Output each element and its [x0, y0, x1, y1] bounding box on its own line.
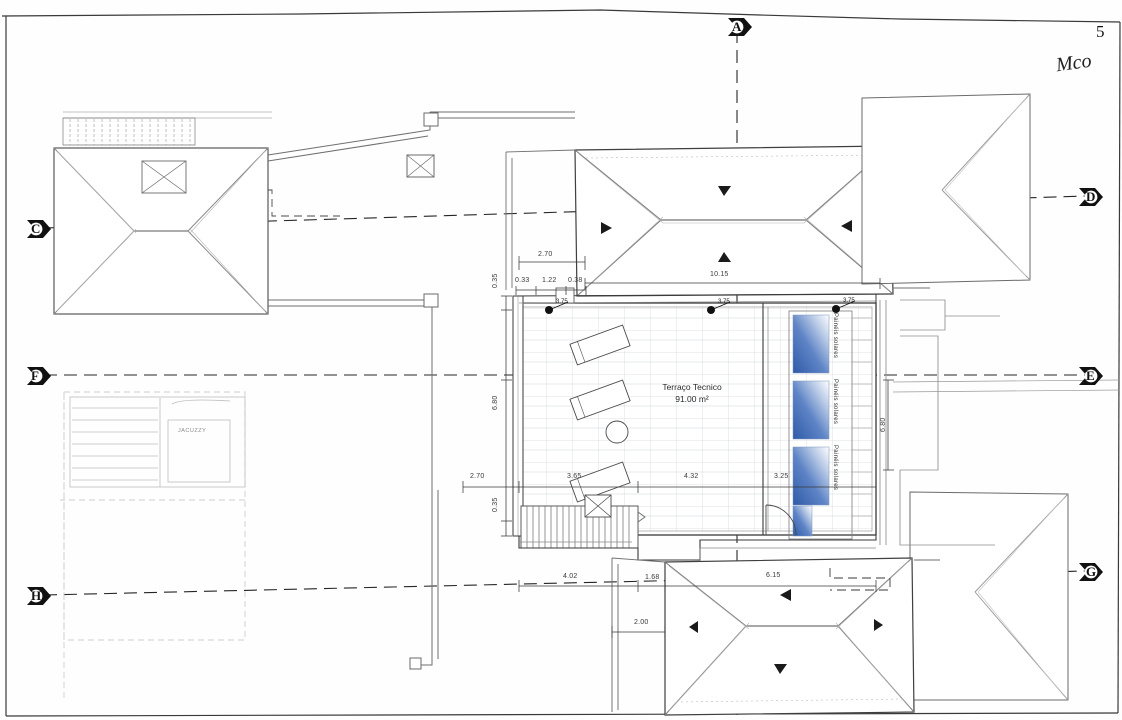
dimension-6-15: 6.15 [766, 572, 781, 579]
dimension-1-68: 1.68 [645, 574, 660, 581]
east-wing-detail [879, 299, 1121, 546]
elevation-markers [545, 300, 856, 314]
roof-block-south-hips [664, 557, 915, 716]
terrace-west-parapet [512, 295, 524, 537]
dimension-0-38: 0.38 [568, 277, 583, 284]
dimension-0-35-bottom: 0.35 [492, 497, 499, 512]
axis-label-D: D [1086, 189, 1096, 204]
axis-label-F: F [31, 368, 39, 383]
solar-panel-label-2: Painéis solares [832, 379, 838, 425]
axis-label-H: H [31, 588, 42, 603]
dimension-0-33: 0.33 [515, 277, 530, 284]
page-number: 5 [1096, 22, 1105, 41]
roof-block-north-hips [574, 145, 894, 297]
dimension-2-00: 2.00 [634, 619, 649, 626]
drain-arrow-south [689, 589, 883, 674]
roof-block-north [574, 145, 894, 297]
connector-walls-west [267, 111, 575, 670]
roof-block-east-lower [909, 491, 1069, 701]
dimension-4-32: 4.32 [684, 473, 699, 480]
terrace-staircase [520, 494, 646, 549]
terrace-equipment-units [569, 324, 631, 503]
roof-west-eave-hatch [62, 111, 272, 146]
dimension-6-80-left: 6.80 [492, 395, 499, 410]
axis-label-E: E [1086, 368, 1095, 383]
room-label-terrace: Terraço Tecnico [662, 382, 722, 392]
jacuzzi-room [69, 396, 246, 488]
sheet-border [1, 9, 1121, 717]
dimension-0-35-top: 0.35 [492, 273, 499, 288]
elevation-label-1: 3.75 [556, 299, 568, 305]
roof-block-west-hips [53, 147, 269, 315]
dimension-10-15: 10.15 [710, 271, 729, 278]
dimension-2-70-top: 2.70 [538, 251, 553, 258]
axis-marker-inner [29, 20, 1098, 603]
axis-label-G: G [1086, 564, 1097, 579]
dimension-3-25: 3.25 [774, 473, 789, 480]
interior-dashed-outline-west [267, 189, 340, 226]
solar-panel-label-3: Painéis solares [832, 445, 838, 491]
lower-floor-outline [60, 391, 246, 700]
jacuzzi-label: JACUZZY [178, 428, 207, 434]
drain-arrow-north [601, 186, 852, 262]
terrace-tile-grid-fine [523, 317, 872, 517]
dimension-lines [462, 256, 894, 638]
solar-panel-label-1: Painéis solares [832, 313, 838, 359]
solar-panel-array [788, 310, 853, 540]
dimension-6-80-right: 6.80 [880, 417, 887, 432]
dimension-4-02: 4.02 [563, 573, 578, 580]
door-swing-arc [765, 504, 797, 536]
axis-label-A: A [732, 19, 742, 34]
axis-label-C: C [31, 221, 41, 236]
roof-west-skylight [141, 160, 187, 194]
signature-annotation: Mco [1054, 49, 1093, 77]
terrace-north-parapet [512, 287, 881, 304]
south-roof-dashed-corner [829, 568, 891, 591]
roof-south-ridge-dots [675, 698, 906, 703]
dimension-1-22: 1.22 [542, 277, 557, 284]
terrace-divider-wall [762, 303, 769, 535]
dimension-2-70-mid: 2.70 [470, 473, 485, 480]
roof-block-east-lower-hips [974, 493, 1069, 701]
dimension-3-65: 3.65 [567, 473, 582, 480]
roof-block-east-upper-hips [941, 93, 1031, 281]
elevation-label-3: 3.75 [843, 298, 855, 304]
elevation-label-2: 3.75 [718, 299, 730, 305]
solar-panel-rail-ticks [852, 317, 872, 517]
room-area-terrace: 91.00 m² [675, 394, 709, 404]
roof-block-south [664, 557, 915, 716]
